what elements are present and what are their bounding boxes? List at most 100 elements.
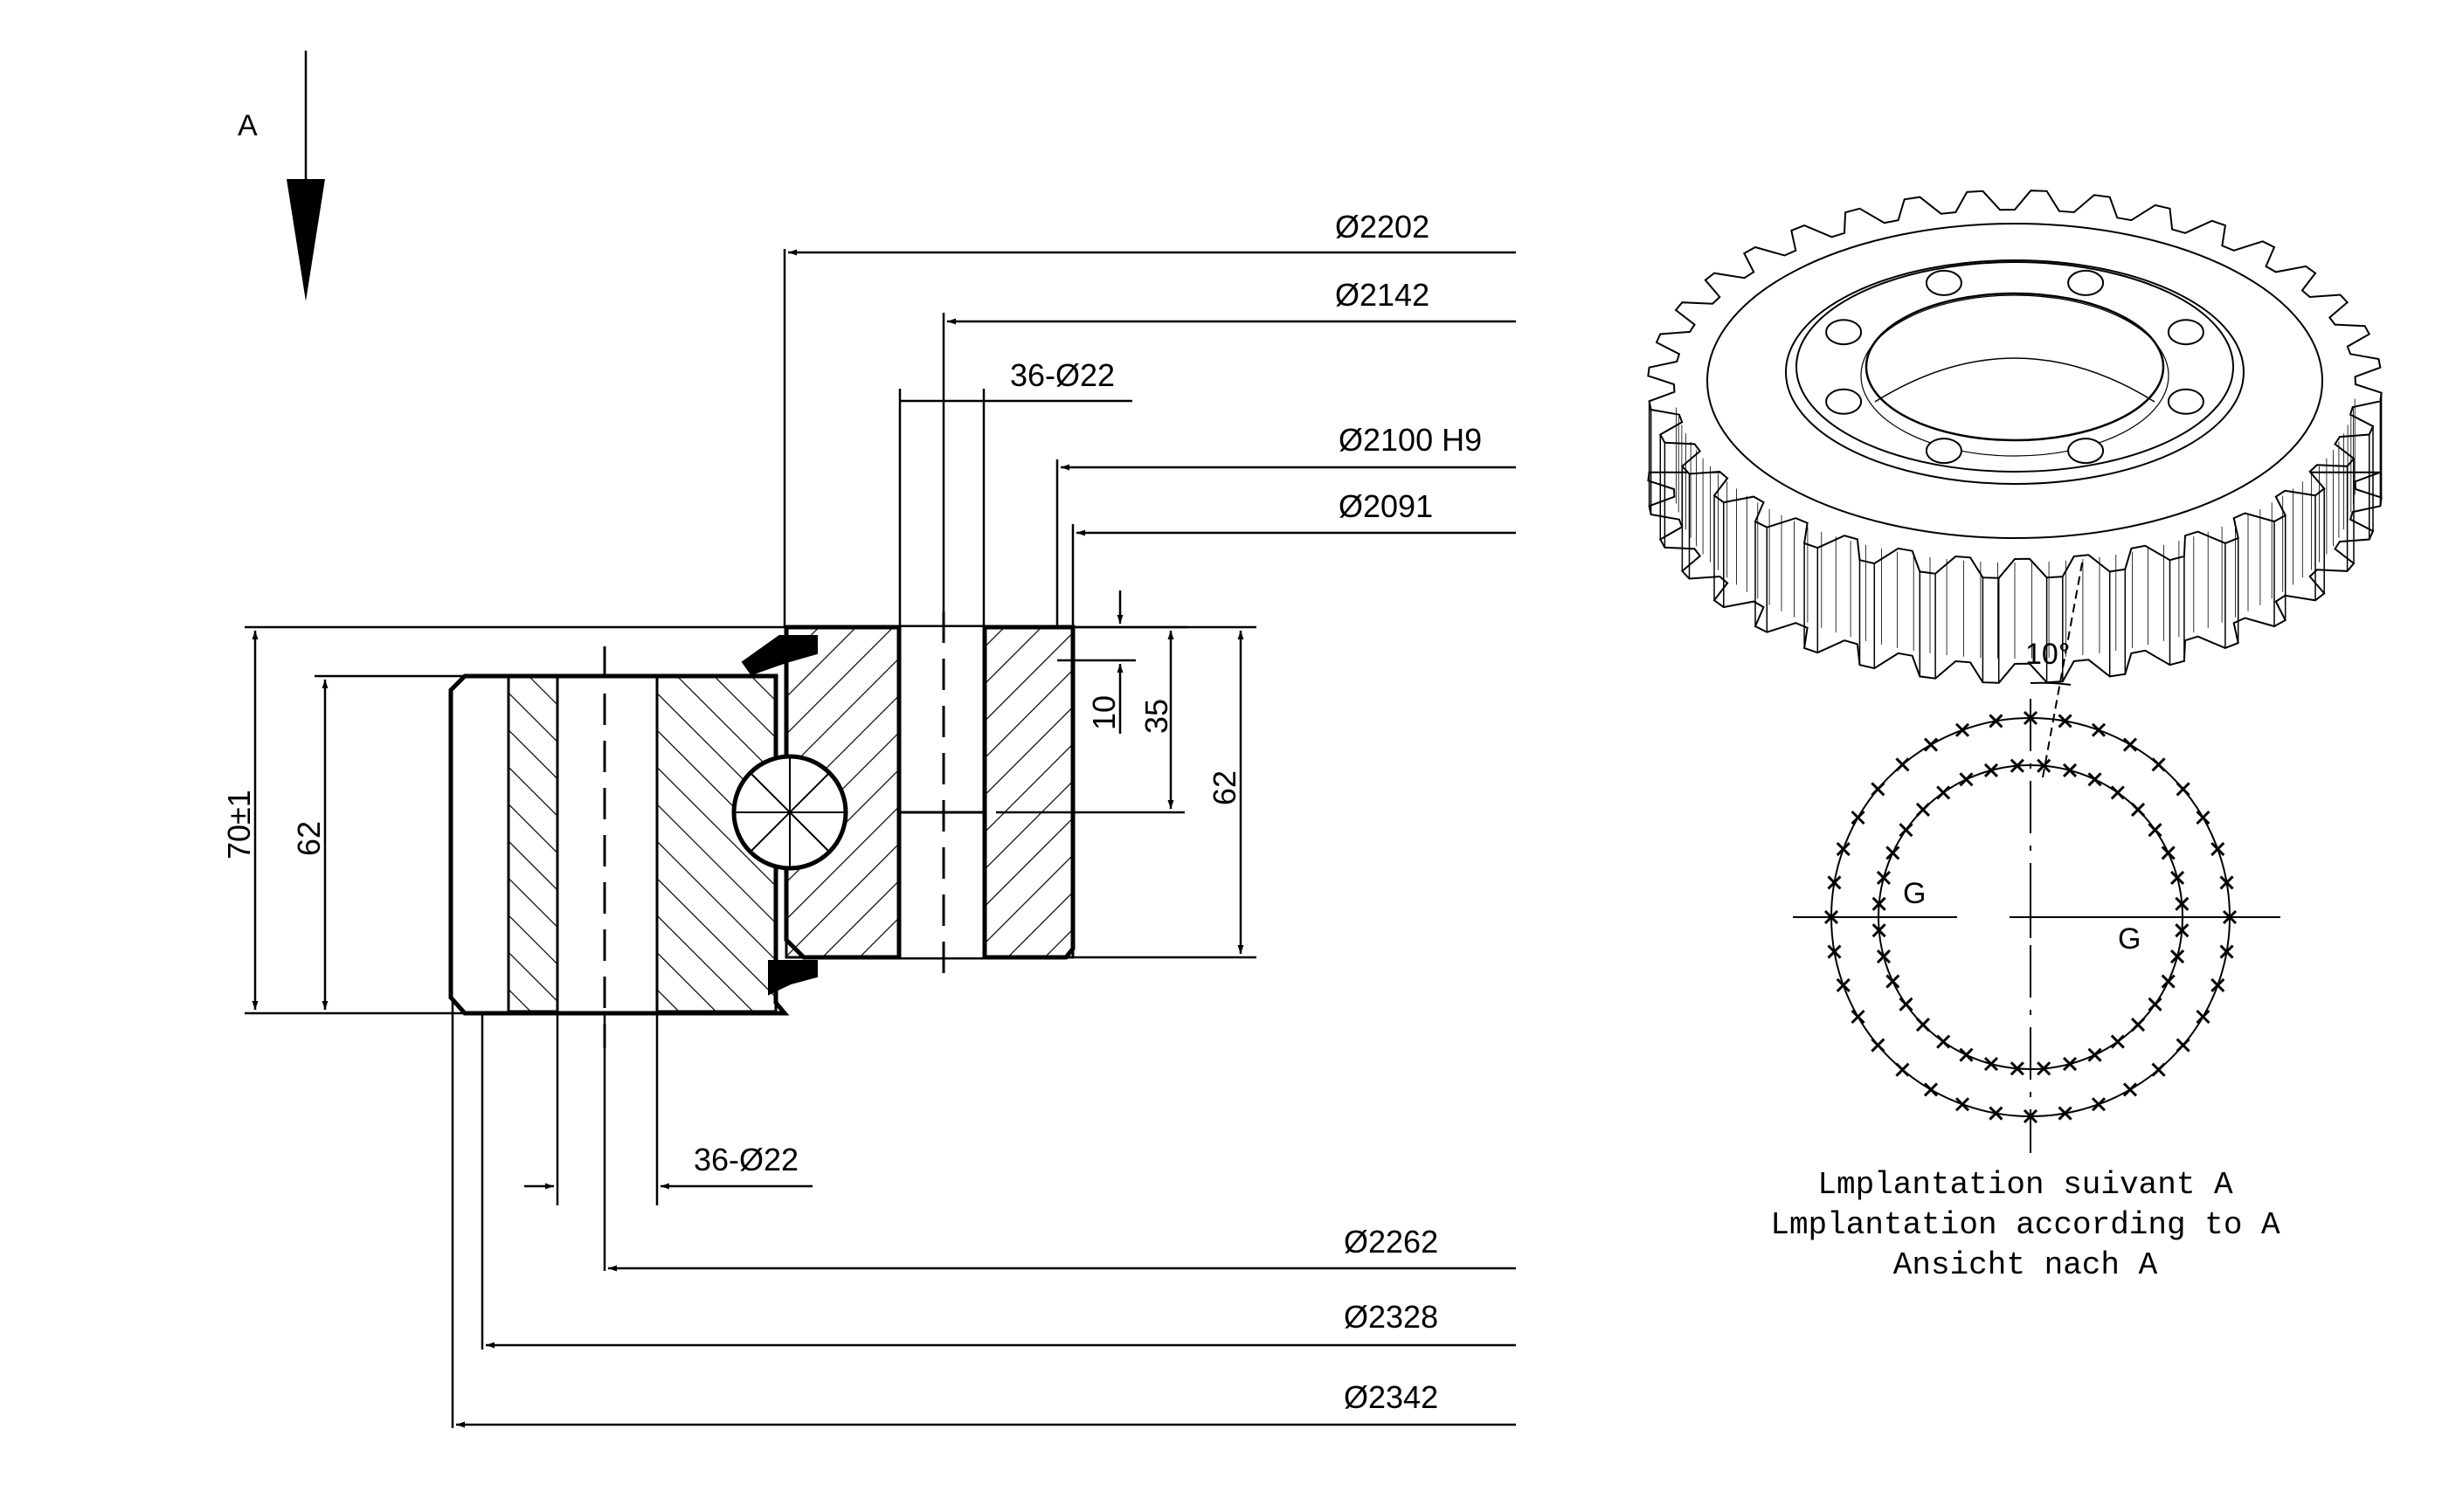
inner-hole-mark — [1871, 896, 1886, 911]
inner-hole-mark — [1876, 870, 1891, 886]
outer-hole-mark — [2176, 782, 2190, 797]
inner-hole-mark — [1885, 974, 1900, 989]
outer-hole-mark — [2091, 722, 2107, 737]
outer-hole-mark — [2122, 1082, 2138, 1097]
mounting-hole — [1825, 319, 1863, 346]
outer-hole-mark — [1923, 1082, 1939, 1097]
top-seal — [741, 635, 818, 676]
inner-ring-outer-edge — [1785, 259, 2245, 485]
hole-pattern — [1793, 562, 2280, 1153]
mounting-hole — [2067, 438, 2105, 465]
cross-section — [448, 611, 1076, 1048]
dim-dia-2091: Ø2091 — [1339, 488, 1433, 524]
inner-hole-mark — [2037, 1061, 2051, 1076]
outer-hole-mark — [1895, 1062, 1910, 1077]
inner-hole-mark — [1899, 997, 1913, 1011]
inner-hole-mark — [1983, 1057, 1999, 1072]
inner-hole-mark — [1936, 1034, 1951, 1049]
outer-hole-mark — [1851, 1009, 1865, 1025]
outer-hole-mark — [1954, 722, 1970, 737]
dim-35: 35 — [1138, 699, 1174, 734]
inner-hole-mark — [1983, 763, 1999, 777]
inner-hole-mark — [2062, 1057, 2078, 1072]
inner-hole-mark — [1876, 949, 1891, 964]
dim-dia-2142: Ø2142 — [1335, 277, 1429, 313]
outer-hole-mark — [2091, 1097, 2107, 1112]
outer-hole-mark — [2196, 1009, 2210, 1025]
inner-hole-mark — [1936, 785, 1951, 800]
inner-hole-mark — [1871, 923, 1886, 938]
outer-hole-mark — [2219, 944, 2234, 959]
mounting-hole — [2167, 319, 2204, 346]
dim-dia-2100: Ø2100 H9 — [1339, 422, 1482, 458]
inner-hole-mark — [2130, 802, 2146, 818]
outer-hole-mark — [1989, 1106, 2003, 1121]
outer-hole-mark — [1954, 1097, 1970, 1112]
g-label-right: G — [2118, 922, 2141, 956]
view-arrow-a: A — [238, 51, 325, 301]
mounting-hole — [1825, 388, 1863, 415]
inner-hole-mark — [2062, 763, 2078, 777]
inner-hole-mark — [2110, 785, 2125, 800]
dim-dia-2262: Ø2262 — [1344, 1224, 1438, 1260]
outer-hole-mark — [1989, 714, 2003, 728]
dim-dia-2328: Ø2328 — [1344, 1299, 1438, 1335]
inner-hole-mark — [2130, 1017, 2146, 1032]
dimension-labels: Ø2202 Ø2142 36-Ø22 Ø2100 H9 Ø2091 10 35 … — [221, 209, 1482, 1415]
outer-hole-mark — [1895, 757, 1910, 772]
gear-illustration — [1647, 190, 2383, 684]
inner-hole-mark — [2175, 923, 2190, 938]
outer-hole-mark — [1836, 841, 1851, 857]
outer-hole-mark — [2219, 875, 2234, 890]
dim-10: 10 — [1086, 695, 1122, 730]
inner-hole-mark — [1915, 1017, 1931, 1032]
inner-hole-mark — [2161, 974, 2176, 989]
dim-62-left: 62 — [291, 821, 327, 856]
gear-bottom-outline — [1647, 471, 2383, 684]
inner-hole-mark — [2010, 758, 2024, 773]
outer-hole-mark — [2122, 737, 2138, 752]
outer-hole-mark — [2058, 1106, 2072, 1121]
dim-70: 70±1 — [221, 790, 257, 860]
dimensions — [245, 249, 1516, 1428]
outer-hole-mark — [2058, 714, 2072, 728]
caption-fr: Lmplantation suivant A — [1817, 1167, 2233, 1203]
outer-hole-mark — [1851, 810, 1865, 825]
inner-hole-mark — [1959, 1047, 1974, 1062]
outer-hole-mark — [2151, 1062, 2166, 1077]
bore-depth-edge — [1874, 357, 2155, 403]
inner-hole-mark — [2170, 949, 2185, 964]
mounting-hole — [1925, 438, 1962, 465]
outer-hole-mark — [2023, 1108, 2038, 1124]
outer-hole-mark — [1871, 782, 1885, 797]
inner-hole-mark — [1915, 802, 1931, 818]
angle-reference-line — [2042, 562, 2084, 778]
dim-holes-top: 36-Ø22 — [1010, 357, 1115, 393]
angle-label: 10° — [2025, 638, 2070, 671]
bottom-seal — [768, 960, 818, 996]
inner-hole-mark — [1885, 846, 1900, 860]
inner-hole-mark — [2148, 997, 2162, 1011]
outer-hole-mark — [2023, 710, 2038, 726]
caption-de: Ansicht nach A — [1893, 1247, 2158, 1283]
inner-hole-mark — [1899, 823, 1913, 838]
angle-arc — [2030, 681, 2072, 686]
outer-hole-mark — [1827, 875, 1842, 890]
outer-hole-mark — [1827, 944, 1842, 959]
caption-en: Lmplantation according to A — [1770, 1207, 2280, 1243]
inner-hole-mark — [2087, 1047, 2102, 1062]
outer-hole-mark — [2222, 909, 2238, 925]
mounting-hole — [2167, 388, 2204, 415]
g-label-left: G — [1903, 877, 1926, 910]
dim-holes-bottom: 36-Ø22 — [694, 1142, 799, 1177]
inner-hole-mark — [2037, 758, 2051, 773]
outer-hole-mark — [1823, 909, 1839, 925]
dim-62-right: 62 — [1207, 770, 1242, 805]
outer-hole-mark — [2176, 1038, 2190, 1053]
inner-hole-mark — [2170, 870, 2185, 886]
inner-hole-mark — [2110, 1034, 2125, 1049]
outer-hole-mark — [2210, 977, 2225, 993]
outer-hole-mark — [2151, 757, 2166, 772]
bore-edge — [1864, 292, 2165, 442]
